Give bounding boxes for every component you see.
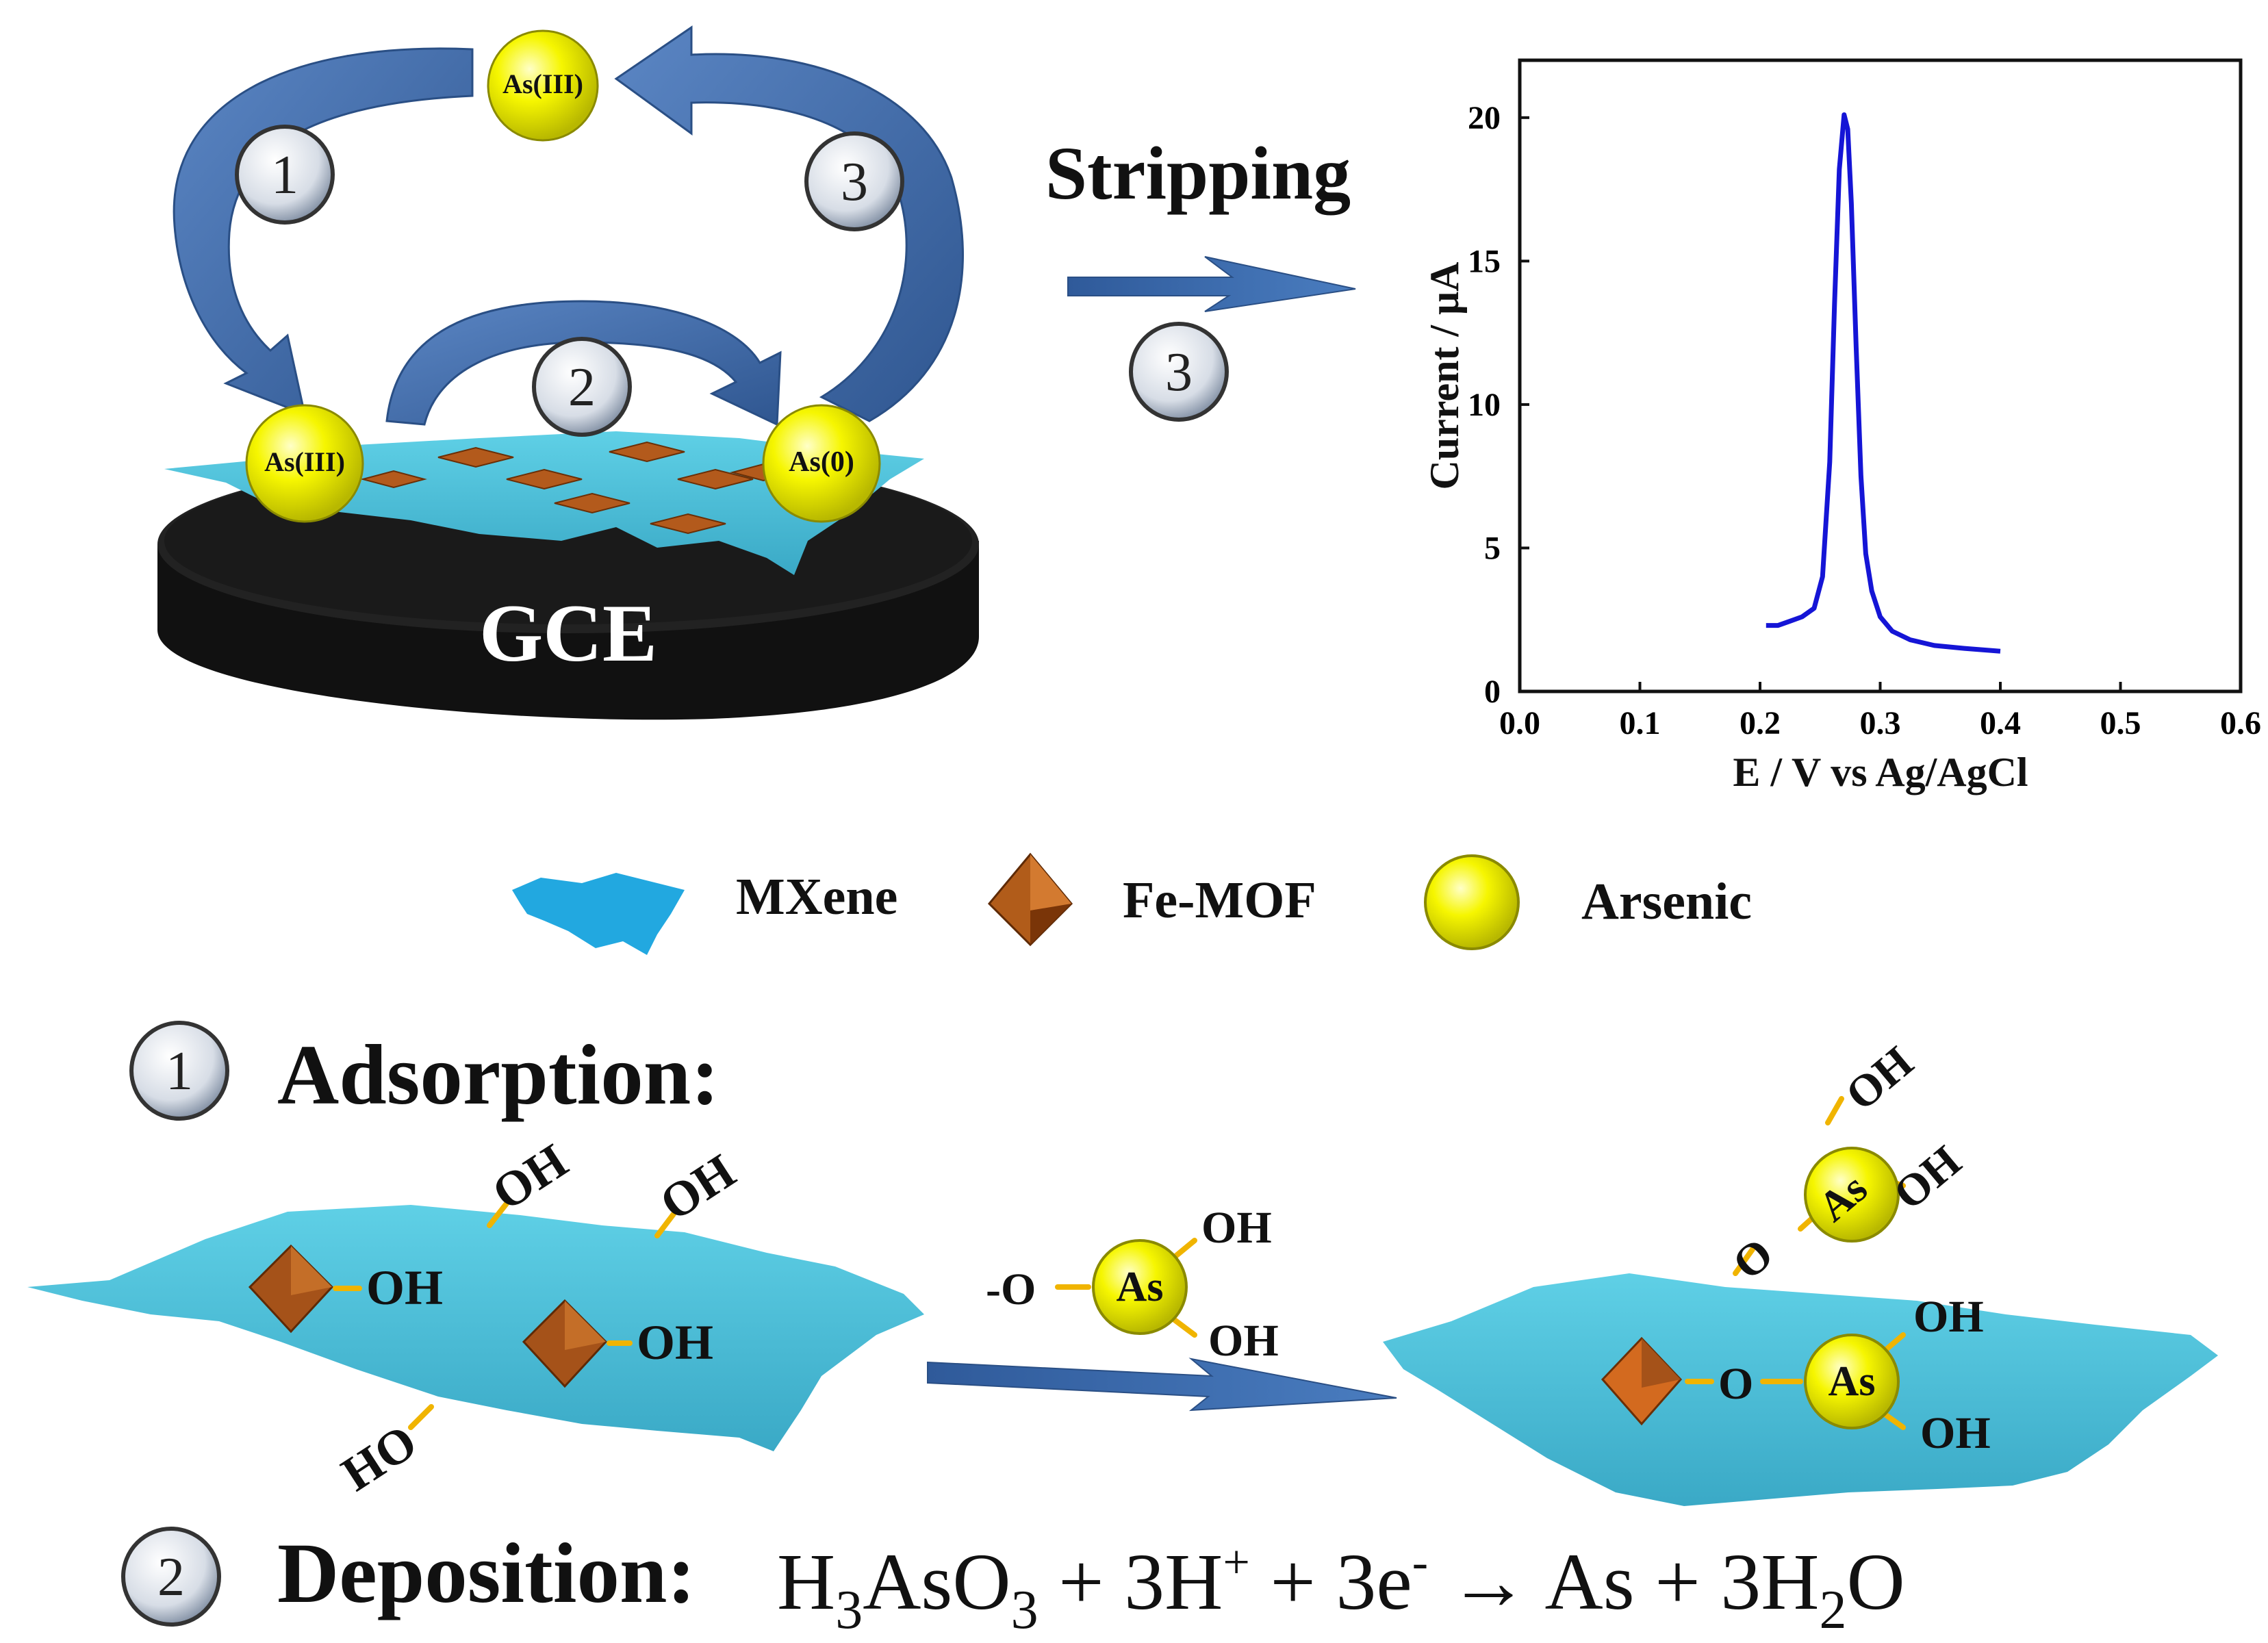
plot-frame: [1518, 58, 2243, 693]
arsenic-top: [487, 29, 599, 142]
legend-mxene-label: MXene: [736, 868, 897, 926]
step-badge-1: 1: [235, 125, 335, 225]
electrode-label: GCE: [479, 587, 657, 678]
x-tick-label: 0.5: [2100, 705, 2141, 741]
x-axis-label: E / V vs Ag/AgCl: [1733, 750, 2028, 795]
svg-text:1: 1: [271, 145, 298, 205]
step-badge-2: 2: [532, 337, 632, 437]
fe-mof-left-2: [522, 1299, 608, 1388]
x-tick-label: 0.2: [1740, 705, 1781, 741]
mxene-sheet-left: [27, 1205, 924, 1451]
cycle-arrow-3: [614, 25, 964, 422]
y-tick-label: 10: [1468, 387, 1501, 423]
o-bridge-lower: O: [1718, 1359, 1753, 1409]
y-tick-label: 0: [1484, 674, 1501, 710]
x-tick-label: 0.4: [1980, 705, 2021, 741]
as-iii-left-label: As(III): [264, 446, 345, 477]
oh-label-1: OH: [366, 1260, 443, 1315]
svg-text:2: 2: [568, 357, 596, 418]
x-tick-label: 0.0: [1499, 705, 1540, 741]
stripping-group: Stripping 3: [1045, 131, 1356, 422]
arsenic-right: [762, 404, 881, 523]
legend-femof-icon: [987, 852, 1073, 947]
fe-mof-left-1: [248, 1244, 334, 1334]
as-free-label: As: [1117, 1264, 1164, 1310]
stripping-voltammogram: 0.0 0.1 0.2 0.3 0.4 0.5 0.6 0 5 10 15 20 E / V vs A…: [1422, 58, 2261, 795]
fe-mof-right: [1601, 1336, 1683, 1426]
oh-bound-2: OH: [1920, 1408, 1991, 1458]
y-axis-label: Current / μA: [1422, 262, 1467, 490]
series-line: [1766, 112, 2001, 654]
deposition-section: 2 Deposition: H3AsO3 + 3H+ + 3e- → As + …: [121, 1527, 1905, 1640]
o-bridge-upper: O: [1724, 1229, 1783, 1290]
step-badge-3-cycle: 3: [804, 131, 904, 231]
bonds-left: [333, 1201, 677, 1430]
legend-arsenic-label: Arsenic: [1581, 873, 1752, 930]
fe-mof-particles: [360, 441, 797, 535]
deposition-title: Deposition:: [277, 1527, 696, 1621]
x-tick-label: 0.1: [1620, 705, 1661, 741]
bonds-right: [1685, 1096, 1906, 1430]
oh-free-1: OH: [1201, 1203, 1272, 1253]
legend-arsenic-icon: [1424, 854, 1520, 950]
arsenic-bound-upper: [1804, 1147, 1900, 1243]
svg-text:1: 1: [166, 1041, 193, 1101]
y-tick-label: 20: [1468, 100, 1501, 136]
x-tick-label: 0.6: [2220, 705, 2261, 741]
oh-label-4: OH: [650, 1143, 745, 1231]
y-tick-label: 15: [1468, 243, 1501, 279]
svg-text:2: 2: [157, 1547, 185, 1607]
as-0-label: As(0): [789, 446, 854, 478]
arsenic-bound-lower: [1804, 1334, 1900, 1429]
x-tick-label: 0.3: [1860, 705, 1901, 741]
svg-text:3: 3: [841, 152, 868, 212]
arsenic-left: [245, 404, 364, 523]
oh-label-3: OH: [483, 1133, 577, 1221]
oh-bound-1: OH: [1913, 1292, 1984, 1342]
as-bound-lower-label: As: [1829, 1358, 1876, 1405]
step-badge-3-stripping: 3: [1129, 322, 1229, 422]
stripping-label: Stripping: [1045, 131, 1351, 215]
adsorption-title: Adsorption:: [277, 1028, 719, 1123]
deposition-equation: H3AsO3 + 3H+ + 3e- → As + 3H2O: [777, 1536, 1905, 1640]
o-minus-label: -O: [986, 1264, 1036, 1314]
cycle-arrow-2: [385, 300, 782, 426]
adsorption-section: 1 Adsorption: OH OH OH OH HO: [27, 1021, 2218, 1506]
mxene-sheet-right: [1383, 1273, 2218, 1506]
stripping-arrow: [1067, 256, 1356, 312]
oh-label-2: OH: [637, 1315, 713, 1370]
adsorption-arrow: [927, 1358, 1397, 1412]
legend-femof-label: Fe-MOF: [1123, 871, 1316, 929]
electrode-cycle: GCE As(III) As(III) As(0) 1 2 3: [157, 25, 979, 720]
y-tick-label: 5: [1484, 530, 1501, 566]
oh-free-2: OH: [1208, 1316, 1279, 1366]
as-iii-top-label: As(III): [502, 68, 583, 99]
adsorption-step-badge: 1: [129, 1021, 229, 1121]
legend-mxene-icon: [512, 873, 685, 955]
oh-bound-4: OH: [1837, 1037, 1923, 1121]
free-arsenite-molecule: As -O OH OH: [986, 1203, 1279, 1366]
deposition-step-badge: 2: [121, 1527, 221, 1627]
svg-text:3: 3: [1165, 342, 1193, 403]
legend: MXene Fe-MOF Arsenic: [512, 852, 1752, 955]
